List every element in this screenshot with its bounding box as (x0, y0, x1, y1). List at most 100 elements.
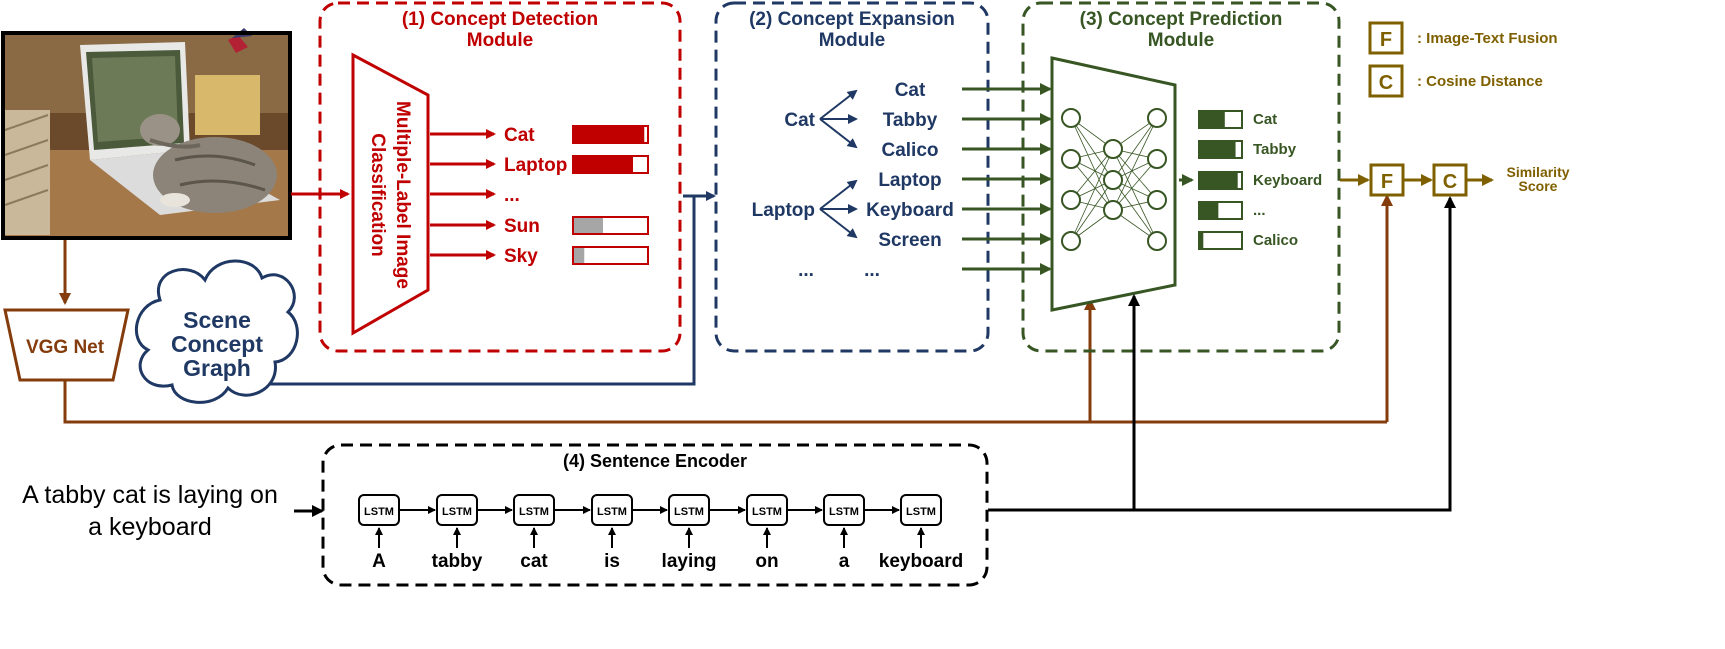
prediction-bar-fill (1199, 111, 1225, 128)
nn-node (1061, 231, 1081, 251)
confidence-bar (572, 246, 649, 265)
module4-title: (4) Sentence Encoder (563, 451, 747, 471)
nn-node (1103, 200, 1123, 220)
prediction-bar (1198, 171, 1243, 190)
nn-edge (1112, 117, 1158, 211)
prediction-bar (1198, 201, 1243, 220)
confidence-bar (572, 216, 649, 235)
expanded-concept-label: Laptop (878, 170, 941, 191)
nn-edge (1112, 148, 1158, 242)
lstm-cell-label: LSTM (906, 506, 936, 518)
confidence-bar-fill (573, 247, 585, 264)
input-word: on (755, 551, 778, 572)
prediction-bar (1198, 140, 1243, 159)
classifier-label-line2: Classification (367, 133, 388, 257)
prediction-bar-fill (1199, 172, 1238, 189)
legend-c-text: : Cosine Distance (1417, 73, 1543, 90)
fusion-box (1369, 163, 1405, 197)
expansion-dots-right: ... (864, 260, 880, 281)
lstm-cell-label: LSTM (519, 506, 549, 518)
module3-title-line2: Module (1148, 30, 1215, 51)
detected-concept-label: Cat (504, 125, 535, 146)
prediction-bar-fill (1199, 232, 1204, 249)
scene-graph-line3: Graph (183, 355, 251, 381)
classifier-trapezoid (351, 52, 430, 336)
nn-edge (1070, 117, 1114, 181)
nn-edge (1070, 148, 1114, 201)
module3-box (1021, 1, 1341, 353)
nn-edge (1070, 148, 1114, 242)
expansion-arrows (819, 89, 858, 239)
vgg-net-block (3, 308, 130, 382)
confidence-bar (572, 125, 649, 144)
legend-c-box (1368, 64, 1404, 98)
expanded-concept-label: Screen (878, 230, 941, 251)
confidence-bar (572, 155, 649, 174)
expanded-concept-label: Calico (881, 140, 938, 161)
scene-graph-line2: Concept (171, 331, 263, 357)
detected-concept-label: ... (504, 185, 520, 206)
sentence-line1: A tabby cat is laying on (22, 481, 278, 509)
expansion-dots-left: ... (798, 260, 814, 281)
confidence-bar-fill (573, 217, 603, 234)
detected-concept-label: Sky (504, 246, 538, 267)
legend-f-box (1368, 21, 1404, 55)
legend-c-symbol: C (1379, 72, 1393, 94)
nn-node (1147, 190, 1167, 210)
nn-edge (1112, 158, 1158, 211)
module2-box (714, 1, 990, 353)
input-word: cat (520, 551, 548, 572)
detected-concept-label: Sun (504, 216, 540, 237)
nn-node (1061, 190, 1081, 210)
expansion-source-laptop: Laptop (752, 200, 815, 221)
graph-to-expansion-line (270, 196, 696, 386)
nn-edge (1070, 179, 1114, 242)
prediction-bar (1198, 231, 1243, 250)
legend-f-symbol: F (1380, 29, 1392, 51)
predicted-concept-label: Calico (1253, 232, 1298, 249)
encoder-to-cosine-line (988, 198, 1452, 512)
nn-node (1103, 139, 1123, 159)
scene-concept-graph-cloud (134, 259, 299, 404)
input-word: keyboard (879, 551, 963, 572)
prediction-bar-fill (1199, 141, 1236, 158)
input-word: A (372, 551, 386, 572)
detected-concept-label: Laptop (504, 155, 567, 176)
module4-box (321, 443, 989, 587)
neural-network-graph (1061, 108, 1167, 251)
vgg-net-label: VGG Net (26, 337, 105, 358)
legend-f-text: : Image-Text Fusion (1417, 30, 1558, 47)
nn-edge (1112, 117, 1158, 181)
nn-edge (1070, 158, 1114, 211)
classifier-label-line1: Multiple-Label Image (392, 101, 413, 289)
nn-node (1061, 108, 1081, 128)
nn-node (1103, 170, 1123, 190)
nn-node (1147, 231, 1167, 251)
confidence-bar-fill (573, 126, 645, 143)
module1-title-line1: (1) Concept Detection (402, 9, 598, 30)
nn-node (1147, 108, 1167, 128)
lstm-chain: LSTMALSTMtabbyLSTMcatLSTMisLSTMlayingLST… (358, 494, 963, 572)
nn-node (1061, 149, 1081, 169)
expansion-source-cat: Cat (784, 110, 815, 131)
similarity-score-line2: Score (1519, 178, 1558, 194)
sentence-line2: a keyboard (88, 513, 212, 541)
nn-edge (1112, 179, 1158, 242)
fusion-symbol: F (1381, 171, 1393, 193)
vgg-feature-line (63, 380, 1387, 424)
predicted-concept-label: Cat (1253, 111, 1277, 128)
input-photo (1, 28, 292, 240)
similarity-score-line1: Similarity (1506, 164, 1569, 180)
module1-title-line2: Module (467, 30, 534, 51)
lstm-cell (900, 494, 942, 526)
lstm-cell-label: LSTM (829, 506, 859, 518)
expanded-concept-label: Tabby (883, 110, 938, 131)
predicted-concept-label: Tabby (1253, 141, 1297, 158)
input-word: a (839, 551, 850, 572)
cosine-symbol: C (1443, 171, 1457, 193)
module1-box (318, 1, 682, 353)
module2-title-line2: Module (819, 30, 886, 51)
